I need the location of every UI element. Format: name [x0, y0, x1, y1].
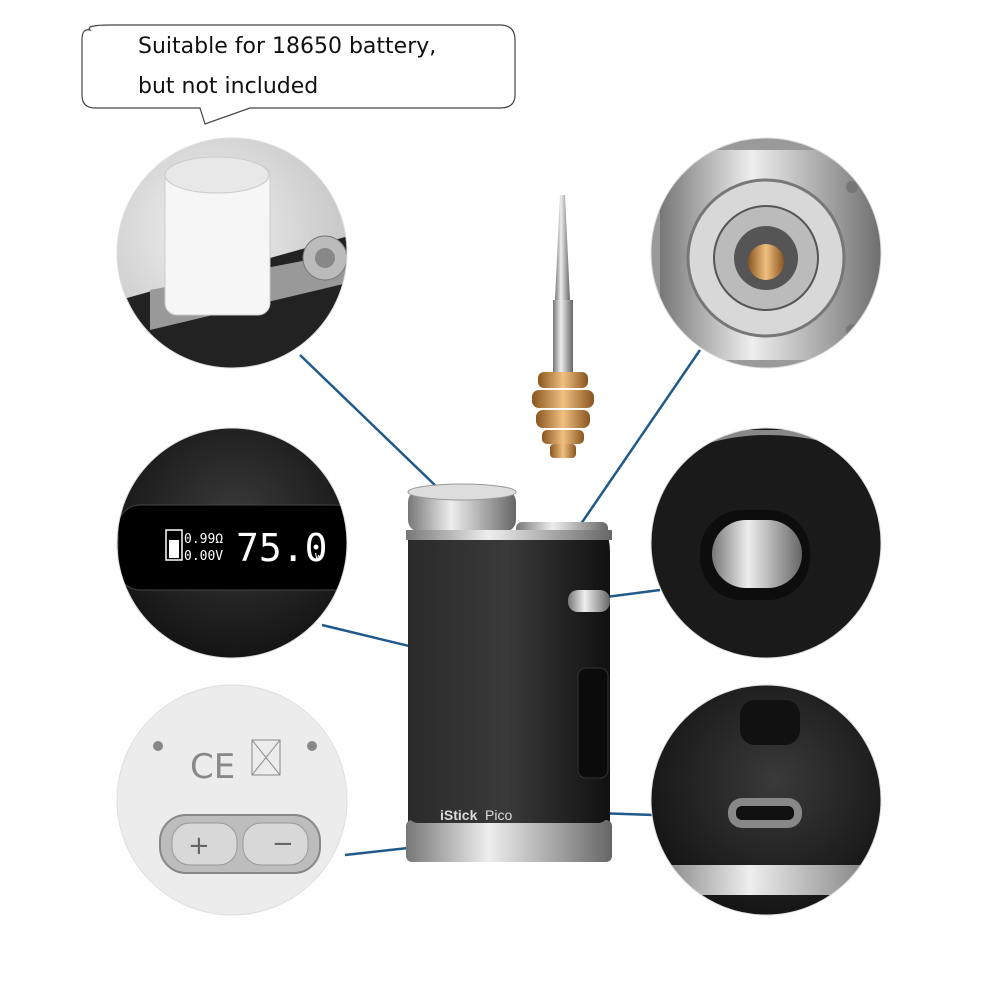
- screen-wattage: 75.0: [236, 526, 328, 570]
- soldering-tip: [532, 195, 594, 458]
- screen-unit: w: [315, 549, 323, 563]
- detail-510-connector: [651, 138, 881, 368]
- detail-usb-port: [651, 685, 881, 915]
- detail-screen: [117, 428, 347, 658]
- detail-fire-button: [651, 428, 881, 658]
- device-brand: iStick: [440, 807, 478, 823]
- callout-bubble: [81, 24, 516, 125]
- plus-icon: +: [188, 831, 210, 861]
- screen-resistance: 0.99Ω: [184, 532, 223, 547]
- callout-line-2: but not included: [138, 74, 319, 99]
- detail-bottom-buttons: CE + −: [117, 685, 347, 915]
- ce-mark: CE: [190, 747, 235, 787]
- callout-line-1: Suitable for 18650 battery,: [138, 34, 437, 59]
- device-body: [406, 483, 612, 862]
- screen-voltage: 0.00V: [184, 549, 223, 564]
- minus-icon: −: [272, 829, 294, 859]
- battery-icon: [165, 529, 183, 561]
- detail-top-cap: [117, 138, 347, 368]
- device-model: Pico: [485, 807, 512, 823]
